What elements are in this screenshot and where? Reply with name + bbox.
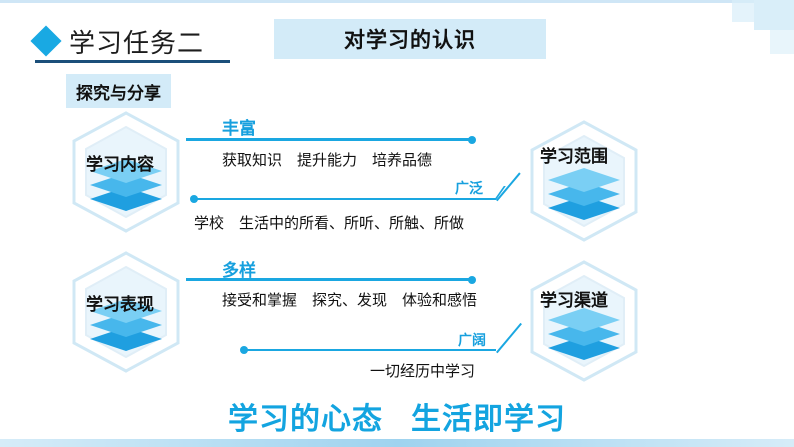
hexagon-layers-icon (530, 120, 638, 242)
row1-bottom-label: 广泛 (455, 181, 483, 197)
connector-line (186, 138, 471, 141)
connector-dot (190, 195, 198, 203)
row2-bottom-label: 广阔 (458, 333, 486, 349)
connector-dot (468, 276, 476, 284)
topic-banner: 对学习的认识 (274, 19, 546, 59)
explore-label: 探究与分享 (66, 74, 171, 108)
task-heading: 学习任务二 (30, 22, 205, 60)
hexagon-layers-icon (72, 251, 180, 373)
row1-top-text: 获取知识 提升能力 培养品德 (222, 151, 433, 169)
connector-line (186, 278, 471, 281)
hexagon-layers-icon (530, 260, 638, 382)
connector-line (496, 322, 522, 354)
row2-top-label: 多样 (222, 261, 256, 281)
row2-bottom-text: 一切经历中学习 (370, 362, 476, 380)
motto-left: 学习的心态 (228, 402, 383, 437)
bottom-border (0, 439, 794, 447)
top-border (0, 0, 794, 3)
row1-right-hex-label: 学习范围 (540, 147, 608, 167)
connector-line (496, 172, 521, 202)
connector-line (244, 349, 496, 351)
topic-title: 对学习的认识 (344, 28, 476, 52)
row1-top-label: 丰富 (222, 119, 256, 139)
row1-left-hex-label: 学习内容 (86, 155, 154, 175)
row2-right-hex-label: 学习渠道 (540, 291, 608, 311)
task-title: 学习任务二 (69, 28, 205, 59)
connector-dot (468, 136, 476, 144)
row2-top-text: 接受和掌握 探究、发现 体验和感悟 (222, 291, 478, 309)
connector-dot (240, 346, 248, 354)
hexagon-layers-icon (72, 111, 180, 233)
corner-decoration (724, 0, 794, 60)
motto-right: 生活即学习 (411, 402, 566, 437)
row1-bottom-text: 学校 生活中的所看、所听、所触、所做 (194, 214, 465, 232)
connector-line (196, 198, 496, 200)
row2-left-hex-label: 学习表现 (86, 295, 154, 315)
diamond-bullet-icon (30, 25, 62, 57)
task-underline (35, 60, 230, 63)
motto: 学习的心态 生活即学习 (0, 394, 794, 438)
